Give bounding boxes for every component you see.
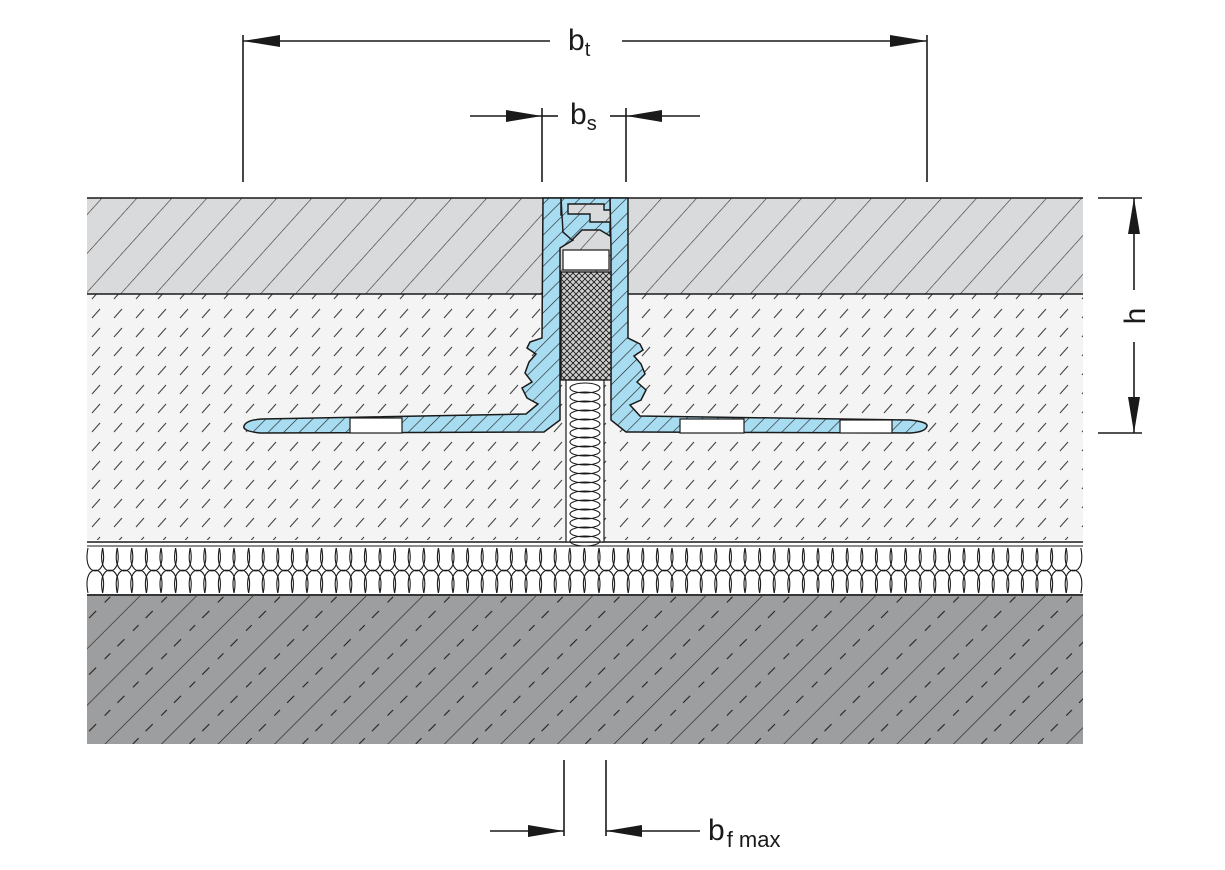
concrete-base-layer [87,596,1083,744]
h-label: h [1119,308,1152,325]
insulation-layer [86,541,1083,596]
joint-filler [565,379,605,547]
bfmax-label: bf max [708,814,780,852]
dimension-bs: bs [470,98,700,182]
movement-profile [243,197,928,434]
bt-label: bt [568,24,591,61]
dimension-bfmax: bf max [490,760,780,852]
dimension-h: h [1098,197,1152,434]
bs-label: bs [570,98,597,135]
dimension-bt: bt [242,24,928,182]
